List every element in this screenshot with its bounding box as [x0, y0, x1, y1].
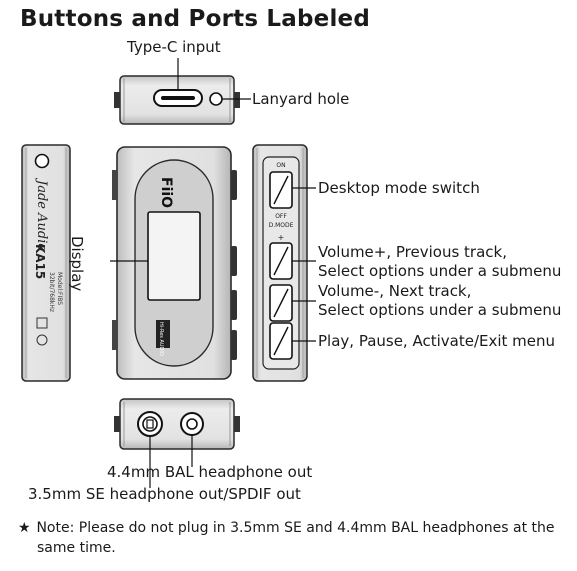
device-diagram: Jade Audio KA15 32bit/768kHz Model:FIBS … [21, 58, 316, 488]
desktop-mode-switch-label: Desktop mode switch [318, 179, 480, 197]
bal-out-label: 4.4mm BAL headphone out [107, 463, 313, 481]
se-out-label: 3.5mm SE headphone out/SPDIF out [28, 485, 301, 503]
model-text: KA15 [33, 244, 47, 279]
brand-script-text: Jade Audio [34, 177, 49, 251]
volume-plus-label-line1: Volume+, Previous track, [318, 243, 507, 261]
model-code-text: Model:FIBS [56, 272, 63, 305]
bottom-view [114, 398, 240, 488]
lanyard-hole-side-icon [34, 153, 50, 169]
note-line2: same time. [37, 540, 116, 556]
hires-badge-text: Hi-Res AUDIO [158, 322, 164, 356]
spec-text: 32bit/768kHz [48, 272, 55, 312]
cert-mark-icon [36, 317, 48, 329]
bal-jack-icon [137, 411, 163, 437]
switch-on-label: ON [276, 162, 285, 169]
display-label: Display [68, 236, 86, 292]
front-logo-text: FiiO [158, 177, 174, 208]
page-title: Buttons and Ports Labeled [20, 6, 371, 32]
note-line1: Note: Please do not plug in 3.5mm SE and… [36, 520, 555, 536]
lanyard-hole-icon [209, 92, 223, 106]
star-icon: ★ [18, 520, 31, 536]
type-c-input-label: Type-C input [127, 38, 221, 56]
top-view [114, 58, 251, 125]
plus-sign-label: + [278, 233, 285, 242]
lanyard-hole-label: Lanyard hole [252, 90, 350, 108]
display-screen [147, 211, 201, 301]
play-pause-label: Play, Pause, Activate/Exit menu [318, 332, 556, 350]
volume-minus-label-line1: Volume-, Next track, [318, 282, 472, 300]
right-side-view: ON OFF D.MODE + - M [252, 144, 316, 382]
left-side-view: Jade Audio KA15 32bit/768kHz Model:FIBS [21, 144, 71, 382]
note: ★ Note: Please do not plug in 3.5mm SE a… [18, 518, 558, 558]
se-jack-icon [180, 412, 204, 436]
switch-dmode-label: D.MODE [269, 222, 294, 229]
front-view: FiiO Hi-Res AUDIO [110, 146, 237, 380]
volume-plus-label-line2: Select options under a submenu [318, 262, 562, 280]
switch-off-label: OFF [275, 213, 287, 220]
volume-minus-label-line2: Select options under a submenu [318, 301, 562, 319]
ce-mark-icon [36, 334, 48, 346]
